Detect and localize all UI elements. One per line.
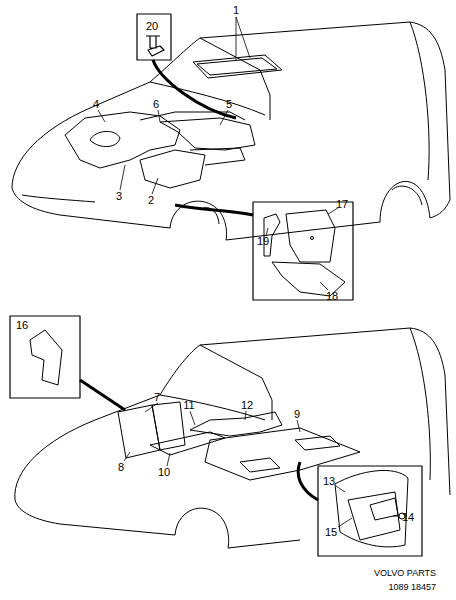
callout-number: 3 [116,191,122,202]
callout-number: 16 [16,320,28,331]
callout-number: 1 [233,5,239,16]
drawing-reference: VOLVO PARTS [374,569,436,578]
callout-number: 12 [241,400,253,411]
callout-number: 6 [153,99,159,110]
callout-number: 9 [294,409,300,420]
callout-number: 11 [183,400,194,411]
callout-number: 19 [257,236,269,247]
callout-number: 8 [118,462,124,473]
drawing-reference: 1089 18457 [388,583,436,592]
callout-number: 20 [146,21,158,32]
callout-number: 17 [336,199,348,210]
callout-number: 14 [402,512,414,523]
leader-lines [98,17,399,527]
upper-car [12,22,450,240]
callout-number: 10 [158,467,170,478]
callout-number: 5 [226,99,232,110]
callout-number: 15 [325,527,337,538]
callout-number: 18 [326,291,338,302]
callout-number: 7 [154,392,160,403]
upper-insulation [65,112,255,188]
callout-number: 13 [323,476,335,487]
callout-number: 4 [93,99,99,110]
callout-number: 2 [148,195,154,206]
floor-insulation [118,402,360,480]
